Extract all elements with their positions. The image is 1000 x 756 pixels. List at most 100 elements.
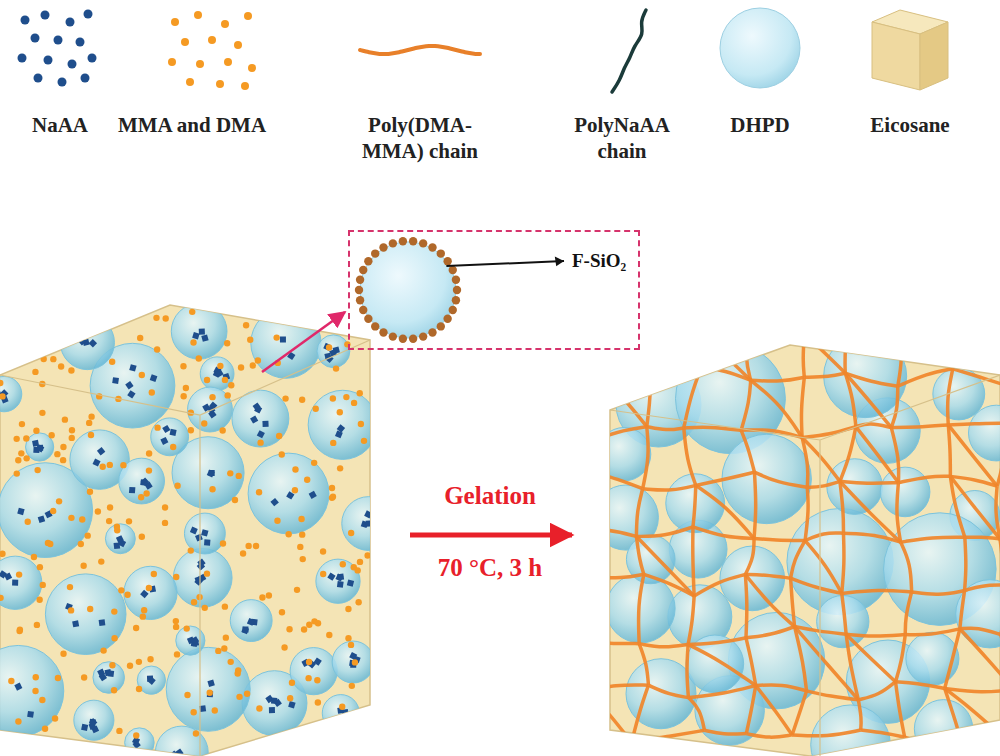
mma-dot: [168, 58, 176, 66]
naaa-dot: [81, 74, 90, 83]
f-sio2-nanoparticle: [409, 237, 417, 245]
mma-monomer: [174, 651, 180, 657]
naaa-dot: [58, 78, 67, 87]
mma-monomer: [17, 627, 23, 633]
legend-label: PolyNaAA chain: [566, 112, 678, 165]
dhpd-droplet: [342, 497, 396, 551]
naaa-monomer: [78, 331, 86, 339]
polymer-network: [791, 578, 795, 626]
mma-monomer: [227, 659, 233, 665]
mma-monomer: [298, 516, 304, 522]
polymer-network: [688, 698, 704, 731]
mma-monomer: [349, 683, 355, 689]
f-sio2-nanoparticle: [359, 266, 367, 274]
polymer-network: [639, 574, 644, 643]
polymer-network: [905, 629, 960, 635]
mma-monomer: [212, 707, 218, 713]
mma-monomer: [361, 438, 367, 444]
mma-monomer: [289, 680, 295, 686]
polymer-network: [746, 685, 755, 733]
f-sio2-nanoparticle: [452, 296, 460, 304]
dhpd-droplet: [360, 242, 456, 338]
polymer-network: [960, 629, 1000, 690]
mma-monomer: [314, 677, 320, 683]
mma-monomer: [244, 691, 250, 697]
mma-dot: [221, 20, 229, 28]
mma-monomer: [133, 732, 139, 738]
polymer-network: [807, 691, 859, 700]
mma-monomer: [274, 518, 280, 524]
mma-monomer: [62, 416, 68, 422]
naaa-monomer: [257, 430, 265, 438]
polymer-network: [592, 742, 632, 749]
mma-monomer: [52, 715, 58, 721]
mma-monomer: [58, 363, 64, 369]
polymer-network: [998, 689, 1000, 732]
mma-monomer: [320, 548, 326, 554]
mma-monomer: [107, 504, 113, 510]
mma-monomer: [333, 365, 339, 371]
polymer-network: [745, 539, 754, 575]
polymer-network: [693, 485, 696, 527]
polymer-network: [754, 472, 807, 487]
mma-monomer: [273, 334, 279, 340]
f-sio2-nanoparticle: [428, 243, 436, 251]
mma-dot: [244, 12, 252, 20]
naaa-monomer: [125, 381, 133, 389]
naaa-monomer: [349, 652, 357, 660]
naaa-monomer: [140, 590, 148, 598]
mma-monomer: [188, 427, 194, 433]
f-sio2-nanoparticle: [399, 335, 407, 343]
mma-monomer: [204, 570, 210, 576]
polymer-network: [688, 596, 694, 644]
dhpd-droplet: [125, 728, 155, 756]
polymer-network: [704, 730, 746, 734]
eicosane-cube: [920, 22, 948, 90]
mma-monomer: [287, 695, 293, 701]
naaa-monomer: [280, 336, 286, 342]
polymer-network: [696, 329, 748, 332]
polymer-network: [688, 685, 755, 697]
mma-monomer: [86, 420, 92, 426]
mma-dot: [194, 11, 202, 19]
mma-monomer: [146, 467, 152, 473]
mma-monomer: [84, 532, 90, 538]
f-sio2-nanoparticle: [371, 249, 379, 257]
legend-label: DHPD: [710, 112, 810, 138]
mma-monomer: [60, 457, 66, 463]
mma-dot: [186, 78, 194, 86]
mma-monomer: [348, 530, 354, 536]
polymer-network: [953, 317, 1000, 319]
dhpd-droplet: [119, 458, 165, 504]
dhpd-droplet: [720, 8, 800, 88]
dhpd-droplet: [200, 357, 234, 391]
naaa-monomer: [250, 415, 258, 423]
polymer-network: [684, 428, 696, 485]
polymer-network: [948, 425, 950, 476]
mma-monomer: [95, 508, 101, 514]
naaa-monomer: [207, 469, 215, 477]
naaa-monomer: [262, 421, 268, 427]
cube-edge: [0, 340, 370, 756]
mma-monomer: [25, 519, 31, 525]
f-sio2-nanoparticle: [452, 276, 460, 284]
polymer-network: [595, 318, 642, 333]
naaa-dot: [44, 56, 53, 65]
naaa-monomer: [253, 402, 261, 410]
naaa-monomer: [116, 535, 124, 543]
naaa-monomer: [4, 573, 12, 581]
polymer-network: [694, 575, 745, 596]
naaa-dot: [21, 16, 30, 25]
mma-monomer: [149, 389, 155, 395]
dhpd-droplet: [332, 641, 374, 683]
mma-monomer: [140, 613, 146, 619]
polymer-network: [745, 575, 790, 579]
naaa-monomer: [270, 498, 278, 506]
mma-monomer: [228, 382, 234, 388]
polymer-network: [840, 481, 901, 542]
mma-monomer: [223, 634, 229, 640]
naaa-monomer: [170, 429, 177, 436]
naaa-monomer: [337, 581, 344, 588]
mma-monomer: [220, 540, 226, 546]
mma-monomer: [143, 490, 149, 496]
